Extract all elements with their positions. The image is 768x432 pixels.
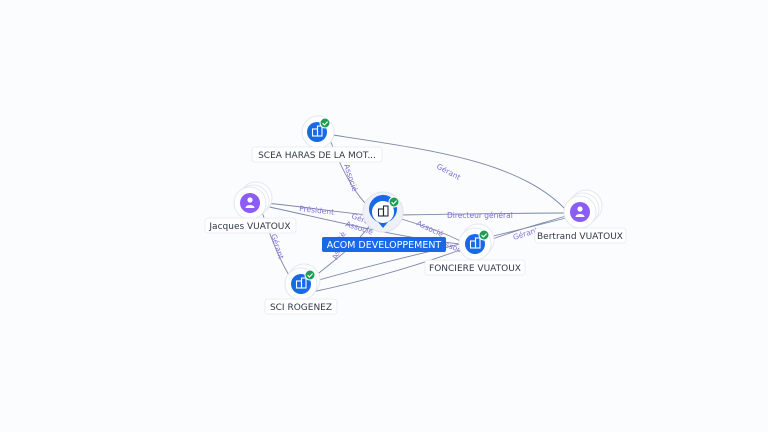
building-icon xyxy=(295,277,307,289)
node-label-box xyxy=(251,146,383,163)
verified-check-icon xyxy=(304,269,316,281)
person-badge xyxy=(240,193,260,213)
edge-label-president: Président xyxy=(299,204,335,217)
node-label-fonciere: FONCIERE VUATOUX xyxy=(429,264,521,274)
node-bertrand[interactable]: Bertrand VUATOUX xyxy=(534,189,627,244)
edge-bertrand-acom[interactable] xyxy=(397,212,567,216)
edge-label-gerant-scea: Gérant xyxy=(435,162,462,182)
verified-check-icon xyxy=(478,229,490,241)
node-scea[interactable]: SCEA HARAS DE LA MOT... xyxy=(251,115,383,163)
edge-sci-fonciere[interactable] xyxy=(311,249,461,293)
edge-label-gerant-jacques-sci: Gérant xyxy=(269,233,286,260)
building-icon xyxy=(311,125,323,137)
verified-check-icon xyxy=(319,117,331,129)
node-label-box xyxy=(424,259,526,276)
edge-label-associe-scea: Associé xyxy=(342,163,359,193)
person-icon xyxy=(575,206,585,217)
focus-label-box xyxy=(322,237,446,252)
node-label-acom: ACOM DEVELOPPEMENT xyxy=(327,240,442,251)
node-label-jacques: Jacques VUATOUX xyxy=(208,222,290,232)
building-icon xyxy=(469,237,481,249)
node-label-bertrand: Bertrand VUATOUX xyxy=(537,232,623,242)
edge-acom-fonciere[interactable] xyxy=(397,217,463,243)
person-badge xyxy=(570,202,590,222)
node-fonciere[interactable]: FONCIERE VUATOUX xyxy=(424,223,526,276)
edge-bertrand-scea[interactable] xyxy=(319,132,569,213)
node-label-sci: SCI ROGENEZ xyxy=(270,303,332,313)
node-label-box xyxy=(264,298,338,315)
person-icon xyxy=(245,197,255,208)
node-label-scea: SCEA HARAS DE LA MOT... xyxy=(258,151,376,161)
node-label-box xyxy=(534,227,627,244)
building-icon xyxy=(377,205,389,217)
edge-label-directeur-general: Directeur général xyxy=(447,211,513,220)
node-label-box xyxy=(204,217,297,234)
node-jacques[interactable]: Jacques VUATOUX xyxy=(204,181,297,234)
node-sci[interactable]: SCI ROGENEZ xyxy=(264,263,338,315)
node-acom[interactable]: ACOM DEVELOPPEMENT xyxy=(322,191,446,252)
edge-label-associe-fonciere: Associé xyxy=(415,219,445,239)
edge-jacques-acom[interactable] xyxy=(264,202,369,216)
verified-check-icon xyxy=(388,196,400,208)
